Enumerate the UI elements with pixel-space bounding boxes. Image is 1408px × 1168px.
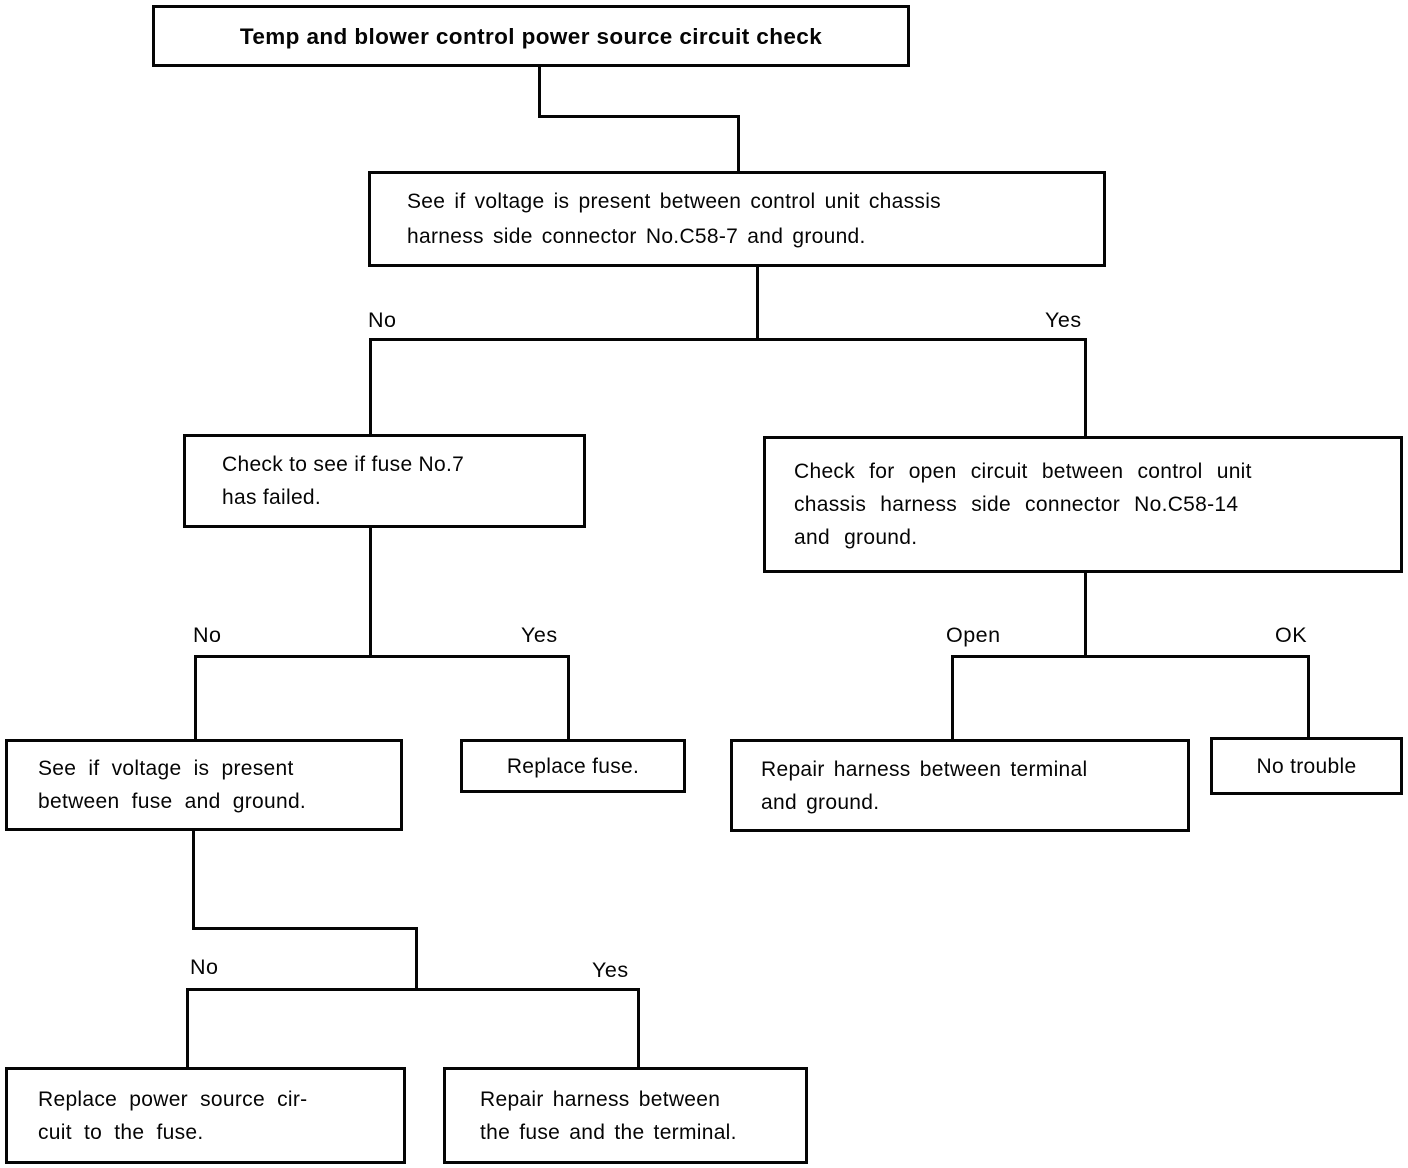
connector-line xyxy=(637,988,640,1068)
connector-line xyxy=(369,338,1087,341)
connector-line xyxy=(194,655,197,740)
node-check-open-c58-14: Check for open circuit between control u… xyxy=(763,436,1403,573)
connector-line xyxy=(737,115,740,172)
connector-line xyxy=(1307,655,1310,738)
connector-line xyxy=(369,338,372,435)
node-check-fuse-7: Check to see if fuse No.7 has failed. xyxy=(183,434,586,528)
node-check-voltage-c58-7: See if voltage is present between contro… xyxy=(368,171,1106,267)
node-repair-harness-terminal-ground: Repair harness between terminal and grou… xyxy=(730,739,1190,832)
connector-line xyxy=(951,655,954,740)
connector-line xyxy=(186,988,640,991)
edge-label-no: No xyxy=(190,955,219,979)
node-no-trouble: No trouble xyxy=(1210,737,1403,795)
node-see-voltage-fuse: See if voltage is present between fuse a… xyxy=(5,739,403,831)
connector-line xyxy=(192,927,418,930)
connector-line xyxy=(415,927,418,991)
node-repair-harness-terminal-ground-text: Repair harness between terminal and grou… xyxy=(761,757,1088,814)
node-replace-fuse-text: Replace fuse. xyxy=(506,754,640,778)
flowchart-title-text: Temp and blower control power source cir… xyxy=(239,23,823,49)
connector-line xyxy=(567,655,570,740)
node-replace-power-source-text: Replace power source cir- cuit to the fu… xyxy=(38,1087,308,1144)
node-no-trouble-text: No trouble xyxy=(1256,754,1357,778)
connector-line xyxy=(192,831,195,930)
connector-line xyxy=(951,655,1310,658)
connector-line xyxy=(1084,338,1087,437)
connector-line xyxy=(538,115,740,118)
node-replace-fuse: Replace fuse. xyxy=(460,739,686,793)
edge-label-ok: OK xyxy=(1275,623,1308,647)
edge-label-no: No xyxy=(368,308,397,332)
connector-line xyxy=(1084,573,1087,658)
edge-label-yes: Yes xyxy=(592,958,629,982)
node-repair-harness-fuse-terminal-text: Repair harness between the fuse and the … xyxy=(480,1087,737,1144)
edge-label-yes: Yes xyxy=(1045,308,1082,332)
edge-label-no: No xyxy=(193,623,222,647)
connector-line xyxy=(186,988,189,1068)
connector-line xyxy=(756,267,759,340)
node-repair-harness-fuse-terminal: Repair harness between the fuse and the … xyxy=(443,1067,808,1164)
edge-label-open: Open xyxy=(946,623,1001,647)
node-title: Temp and blower control power source cir… xyxy=(152,5,910,67)
node-replace-power-source: Replace power source cir- cuit to the fu… xyxy=(5,1067,406,1164)
node-check-voltage-c58-7-text: See if voltage is present between contro… xyxy=(407,190,941,248)
edge-label-yes: Yes xyxy=(521,623,558,647)
connector-line xyxy=(538,67,541,118)
node-check-open-c58-14-text: Check for open circuit between control u… xyxy=(794,460,1252,549)
node-check-fuse-7-text: Check to see if fuse No.7 has failed. xyxy=(222,453,465,509)
connector-line xyxy=(369,528,372,658)
node-see-voltage-fuse-text: See if voltage is present between fuse a… xyxy=(38,757,307,813)
connector-line xyxy=(194,655,570,658)
